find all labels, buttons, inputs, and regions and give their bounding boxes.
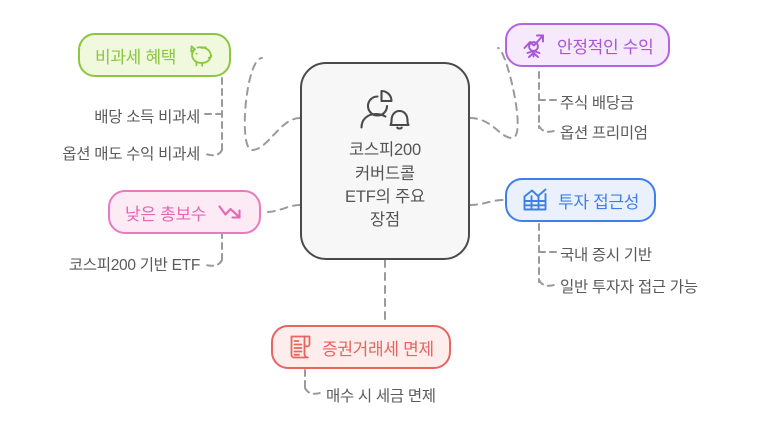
branch-node-tax-free-benefits[interactable]: 비과세 혜택	[78, 33, 232, 77]
wire-tick-kospi-etf	[202, 259, 223, 267]
branch-label-low-total-fee: 낮은 총보수	[125, 204, 207, 224]
leaf-label-buy-tax-exempt: 매수 시 세금 면제	[326, 388, 436, 405]
wire-center-to-low-fee	[265, 204, 301, 213]
branch-node-stable-income[interactable]: 안정적인 수익	[505, 23, 671, 67]
leaf-label-dividend-income-tax-free: 배당 소득 비과세	[94, 109, 200, 126]
branch-node-low-total-fee[interactable]: 낮은 총보수	[108, 190, 262, 234]
center-node-label: 코스피200 커버드콜 ETF의 주요 장점	[345, 141, 425, 230]
person-growth-arrow-icon	[522, 32, 547, 58]
branch-node-investment-accessibility[interactable]: 투자 접근성	[505, 178, 657, 222]
branch-label-stable-income: 안정적인 수익	[557, 37, 654, 57]
leaf-label-option-sale-tax-free: 옵션 매도 수익 비과세	[62, 146, 200, 163]
wire-tick-buy-tax-exempt	[304, 387, 324, 395]
wire-center-to-accessibility	[469, 199, 505, 206]
leaf-label-option-premium: 옵션 프리미엄	[560, 125, 648, 142]
wire-tick-option-premium	[538, 125, 558, 133]
wire-tick-option-sale-tax-free	[202, 149, 223, 157]
leaf-label-domestic-market-based: 국내 증시 기반	[560, 247, 652, 264]
wire-tick-retail-access	[538, 279, 558, 287]
branch-node-securities-tax-exemption[interactable]: 증권거래세 면제	[271, 325, 451, 369]
leaf-label-retail-investor-access: 일반 투자자 접근 가능	[560, 279, 698, 296]
document-scroll-icon	[288, 334, 312, 360]
center-node[interactable]: 코스피200 커버드콜 ETF의 주요 장점	[300, 62, 470, 260]
branch-label-investment-accessibility: 투자 접근성	[558, 192, 640, 212]
bar-grid-chart-icon	[522, 188, 548, 212]
branch-label-tax-free-benefits: 비과세 혜택	[95, 47, 177, 67]
leaf-label-kospi200-based-etf: 코스피200 기반 ETF	[68, 257, 200, 274]
leaf-label-stock-dividend: 주식 배당금	[560, 95, 634, 112]
piggy-bank-icon	[187, 43, 214, 67]
pie-chart-person-bell-icon	[358, 89, 412, 131]
declining-trend-arrow-icon	[217, 201, 244, 223]
branch-label-securities-tax-exemption: 증권거래세 면제	[322, 339, 434, 359]
wire-center-to-tax-free	[243, 57, 301, 152]
